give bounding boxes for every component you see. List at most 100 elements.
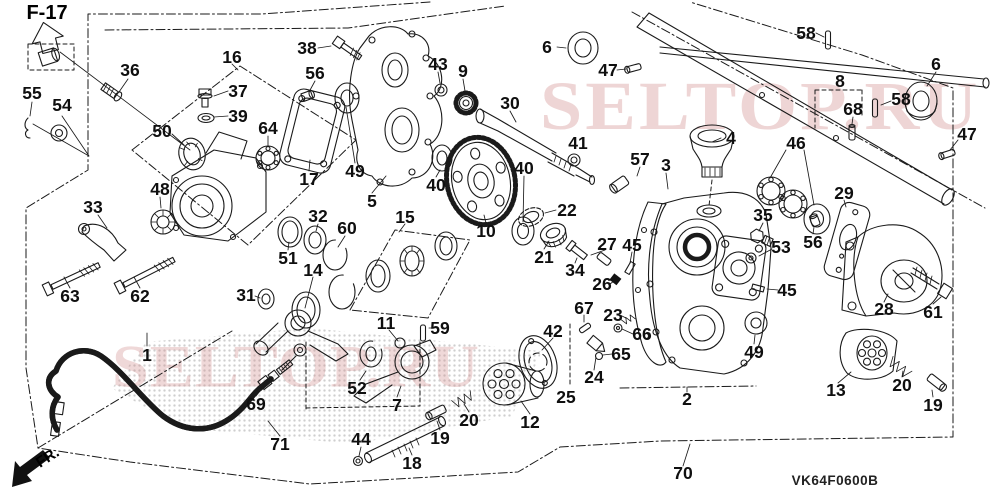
part-label-22: 22 (557, 200, 577, 220)
gasket-29 (823, 201, 871, 281)
pinion-9 (453, 90, 479, 116)
part-label-6: 6 (542, 37, 552, 57)
retainer-52 (359, 340, 383, 368)
washer-53 (745, 252, 757, 264)
part-label-58: 58 (796, 23, 816, 43)
housing-mount (205, 131, 248, 160)
bushing-6b (904, 81, 938, 121)
bearing-64 (255, 145, 281, 171)
part-label-46: 46 (786, 133, 806, 153)
spring-20a (451, 390, 472, 408)
spring-23 (621, 314, 636, 325)
part-label-6: 6 (931, 54, 941, 74)
part-label-56: 56 (803, 232, 823, 252)
bolt-36 (100, 82, 123, 102)
oil-cap-4 (689, 124, 735, 178)
part-label-39: 39 (228, 106, 248, 126)
part-label-50: 50 (152, 121, 172, 141)
part-label-57: 57 (630, 149, 649, 169)
shaft-30 (475, 108, 596, 186)
part-label-26: 26 (592, 274, 612, 294)
part-label-7: 7 (392, 395, 402, 415)
part-label-15: 15 (395, 207, 415, 227)
bearing-46a (756, 176, 786, 206)
part-label-67: 67 (574, 298, 593, 318)
part-label-40: 40 (426, 175, 446, 195)
cable-end-left (49, 400, 65, 437)
part-label-44: 44 (351, 429, 371, 449)
part-label-11: 11 (377, 313, 396, 333)
pin-59 (419, 324, 427, 342)
part-label-2: 2 (682, 389, 692, 409)
part-label-18: 18 (402, 453, 422, 473)
part-label-14: 14 (303, 260, 323, 280)
pin-47a (624, 63, 642, 74)
part-label-43: 43 (428, 54, 448, 74)
figure-pointer-group (24, 21, 123, 142)
part-label-48: 48 (150, 179, 170, 199)
part-label-13: 13 (826, 380, 846, 400)
clip-55 (24, 117, 31, 139)
tube-group (636, 12, 990, 206)
bolt-37 (197, 88, 213, 108)
part-label-47: 47 (957, 124, 976, 144)
part-label-45: 45 (777, 280, 797, 300)
pin-58b (871, 98, 879, 118)
shaft-18 (363, 415, 447, 464)
cap-56 (300, 89, 315, 103)
clip-66 (613, 323, 623, 333)
joint-24 (586, 334, 606, 352)
pin-56b (808, 213, 821, 228)
part-label-30: 30 (500, 93, 520, 113)
part-label-35: 35 (753, 205, 773, 225)
motor-group (744, 176, 953, 392)
gasket-17 (279, 88, 346, 174)
washer-39 (197, 112, 215, 124)
lever-33 (77, 222, 127, 262)
part-label-12: 12 (520, 412, 540, 432)
fr-direction-arrow (12, 450, 50, 487)
plug-35 (750, 228, 774, 247)
pin-19b (926, 373, 948, 392)
cover-gear-group (331, 26, 642, 248)
part-label-62: 62 (130, 286, 150, 306)
part-label-19: 19 (923, 395, 943, 415)
part-label-45: 45 (622, 235, 642, 255)
part-label-58: 58 (891, 89, 911, 109)
washer-49b (744, 311, 768, 335)
bolt-62 (113, 256, 176, 295)
part-label-5: 5 (367, 191, 377, 211)
ring-51 (277, 216, 303, 248)
bolt-61 (910, 266, 953, 300)
part-label-66: 66 (632, 324, 652, 344)
clutch-cable (46, 348, 274, 433)
part-label-16: 16 (222, 47, 242, 67)
part-label-28: 28 (874, 299, 894, 319)
gasket-3 (632, 201, 667, 366)
seal-50 (178, 137, 206, 171)
part-label-31: 31 (236, 285, 256, 305)
part-label-47: 47 (598, 60, 617, 80)
bearing-46b (778, 189, 808, 219)
bearing-21 (539, 222, 568, 248)
crankcase-2 (648, 191, 772, 375)
pin-19a (425, 404, 447, 421)
part-label-20: 20 (892, 375, 912, 395)
pin-58a (824, 30, 832, 50)
part-label-70: 70 (673, 463, 693, 483)
detent-26 (609, 273, 622, 286)
nut-43 (434, 83, 448, 97)
snap-ring-60 (322, 239, 348, 271)
part-label-68: 68 (843, 99, 863, 119)
sleeve-part (37, 47, 61, 67)
part-label-25: 25 (556, 387, 576, 407)
part-label-54: 54 (52, 95, 72, 115)
spring-20b (889, 356, 913, 378)
part-label-42: 42 (543, 321, 563, 341)
part-label-29: 29 (834, 183, 854, 203)
part-label-24: 24 (584, 367, 604, 387)
part-label-34: 34 (565, 260, 585, 280)
part-label-27: 27 (597, 234, 616, 254)
part-label-10: 10 (476, 221, 496, 241)
